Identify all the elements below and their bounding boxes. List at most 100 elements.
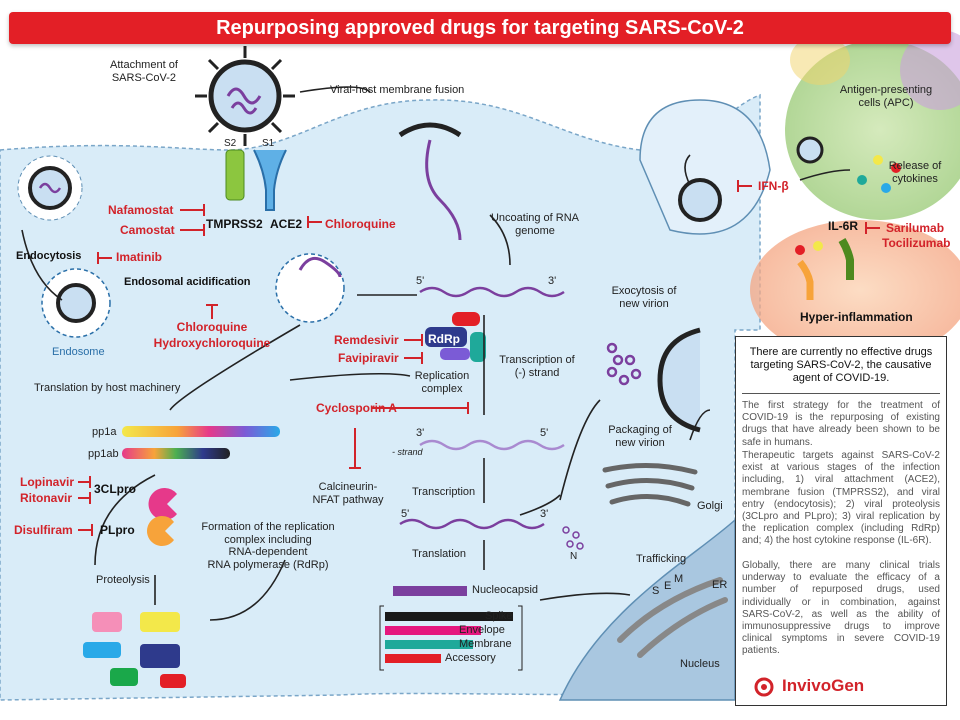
protein-fragments	[83, 612, 186, 688]
label-3prime-1: 3'	[548, 275, 557, 287]
label-s: S	[652, 585, 660, 597]
label-3prime-2: 3'	[416, 427, 425, 439]
label-3clpro: 3CLpro	[94, 482, 136, 496]
label-translation: Translation	[412, 548, 467, 560]
drug-favipiravir: Favipiravir	[338, 351, 399, 365]
drug-remdesivir: Remdesivir	[334, 333, 399, 347]
label-endosome: Endosome	[52, 346, 105, 358]
exocytosis-virion	[639, 99, 771, 235]
label-spike: Spike	[485, 610, 513, 622]
label-nucleocapsid: Nucleocapsid	[472, 584, 539, 596]
page-title: Repurposing approved drugs for targeting…	[216, 17, 744, 39]
label-5prime-1: 5'	[416, 275, 425, 287]
info-paragraph-1: The first strategy for the treatment of …	[742, 400, 940, 448]
rna-positive-1	[419, 286, 565, 298]
drug-chloroquine: Chloroquine	[176, 320, 248, 334]
drug-hydroxychloroquine: Hydroxychloroquine	[153, 336, 271, 350]
label-er: ER	[712, 579, 728, 591]
envelope-bar	[385, 626, 481, 635]
label-membrane: Membrane	[459, 638, 512, 650]
invivogen-logo-icon	[754, 677, 774, 697]
drug-disulfiram: Disulfiram	[14, 523, 73, 537]
label-ace2: ACE2	[270, 217, 303, 231]
rdrp-complex	[425, 312, 486, 362]
invivogen-logo: InvivoGen	[782, 676, 865, 695]
nucleus-shape	[558, 518, 736, 701]
endosome-shape	[41, 268, 111, 338]
label-5prime-3: 5'	[401, 508, 410, 520]
host-cell	[0, 93, 761, 701]
label-e: E	[664, 580, 672, 592]
label-minus-strand: - strand	[392, 447, 423, 457]
label-proteolysis: Proteolysis	[96, 574, 150, 586]
label-fusion: Viral-host membrane fusion	[330, 84, 465, 96]
label-pp1a: pp1a	[92, 426, 117, 438]
drug-nafamostat: Nafamostat	[108, 203, 174, 217]
label-tmprss2: TMPRSS2	[206, 217, 263, 231]
golgi-stack	[602, 463, 698, 507]
er-shape	[617, 577, 728, 658]
label-translation-host: Translation by host machinery	[34, 382, 181, 394]
label-golgi: Golgi	[697, 500, 723, 512]
drug-ifn-beta: IFN-β	[758, 179, 789, 193]
label-il6r: IL-6R	[828, 219, 858, 233]
label-hyper-inflammation: Hyper-inflammation	[800, 310, 913, 324]
label-envelope: Envelope	[459, 624, 505, 636]
nucleocapsid-bar	[393, 586, 467, 596]
title-bar: Repurposing approved drugs for targeting…	[9, 12, 951, 44]
spike-bar	[385, 612, 513, 621]
rna-positive-2	[399, 518, 545, 530]
rna-negative	[419, 439, 565, 451]
info-paragraph-3: Globally, there are many clinical trials…	[742, 560, 940, 657]
drug-chloroquine-ace2: Chloroquine	[325, 217, 396, 231]
pp1a-bar	[122, 426, 280, 437]
label-5prime-2: 5'	[540, 427, 549, 439]
inflammation-background	[750, 220, 960, 360]
drug-cyclosporin: Cyclosporin A	[316, 401, 397, 415]
info-heading: There are currently no effective drugs t…	[749, 346, 933, 385]
label-trafficking: Trafficking	[636, 553, 687, 565]
label-transcription: Transcription	[412, 486, 476, 498]
plpro-shape	[146, 516, 174, 547]
label-s1: S1	[262, 138, 275, 149]
label-rdrp: RdRp	[428, 332, 460, 346]
ace2-receptor	[253, 149, 287, 211]
label-endosomal-acidification: Endosomal acidification	[124, 276, 251, 288]
drug-ritonavir: Ritonavir	[20, 491, 73, 505]
drug-tocilizumab: Tocilizumab	[882, 236, 951, 250]
3clpro-shape	[148, 487, 177, 520]
drug-imatinib: Imatinib	[116, 250, 163, 264]
label-s2: S2	[224, 138, 237, 149]
drug-camostat: Camostat	[120, 223, 175, 237]
accessory-bar	[385, 654, 441, 663]
tmprss2-receptor	[225, 149, 245, 201]
label-endocytosis: Endocytosis	[16, 250, 82, 262]
label-accessory: Accessory	[445, 652, 496, 664]
label-calcineurin: Calcineurin-NFAT pathway	[312, 481, 384, 506]
label-pp1ab: pp1ab	[88, 448, 119, 460]
virion-endocytosis	[17, 155, 83, 221]
label-3prime-3: 3'	[540, 508, 549, 520]
pp1ab-bar	[122, 448, 230, 459]
drug-lopinavir: Lopinavir	[20, 475, 75, 489]
fusion-membrane	[398, 122, 462, 241]
virion-attachment	[195, 46, 295, 146]
info-panel: There are currently no effective drugs t…	[735, 336, 947, 706]
label-plpro: PLpro	[100, 523, 135, 537]
n-particles	[562, 526, 584, 550]
apc-virion	[796, 136, 824, 164]
label-nucleus: Nucleus	[680, 658, 720, 670]
il6r-receptor	[838, 237, 854, 280]
membrane-bar	[385, 640, 473, 649]
cytokine-dots	[795, 155, 901, 255]
